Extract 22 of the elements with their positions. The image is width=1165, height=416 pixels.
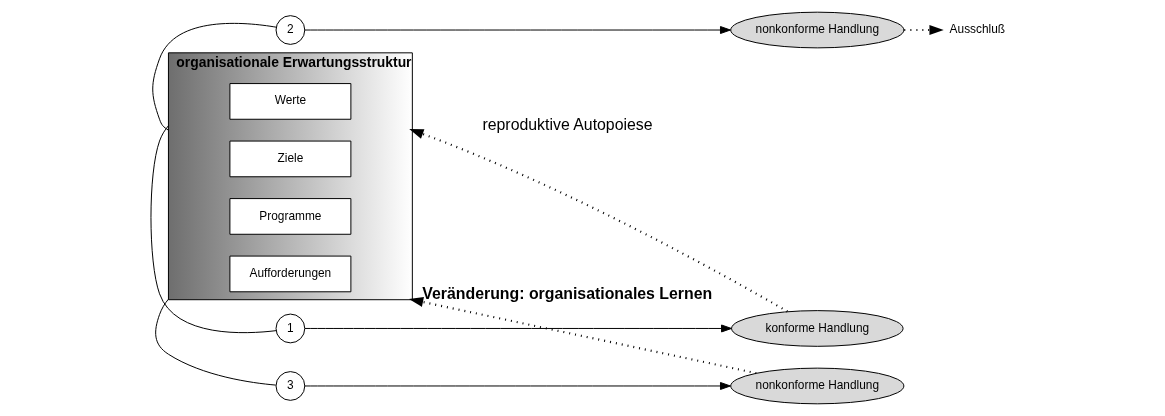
arrow (904, 25, 944, 36)
node-box: Werte (229, 83, 352, 120)
arrow (304, 324, 732, 333)
node-ellipse: konforme Handlung (731, 310, 904, 347)
node-box: Ziele (229, 140, 352, 178)
node-ellipse: nonkonforme Handlung (730, 11, 905, 49)
node-circle: 3 (275, 371, 306, 401)
arrow (409, 129, 788, 313)
node-box: Aufforderungen (229, 255, 352, 293)
node-circle: 1 (275, 313, 306, 344)
node-ellipse: nonkonforme Handlung (730, 367, 905, 405)
node-circle: 2 (275, 15, 306, 45)
arrow (408, 297, 757, 375)
arrow (304, 382, 731, 390)
connector (155, 298, 277, 386)
edge-label: reproduktive Autopoiese (482, 115, 653, 133)
connector (150, 125, 277, 334)
node-text: Ausschluß (949, 22, 1006, 37)
node-box: Programme (229, 198, 352, 235)
edge-label: Veränderung: organisationales Lernen (422, 284, 713, 302)
connector (152, 22, 277, 131)
arrow (304, 26, 731, 34)
